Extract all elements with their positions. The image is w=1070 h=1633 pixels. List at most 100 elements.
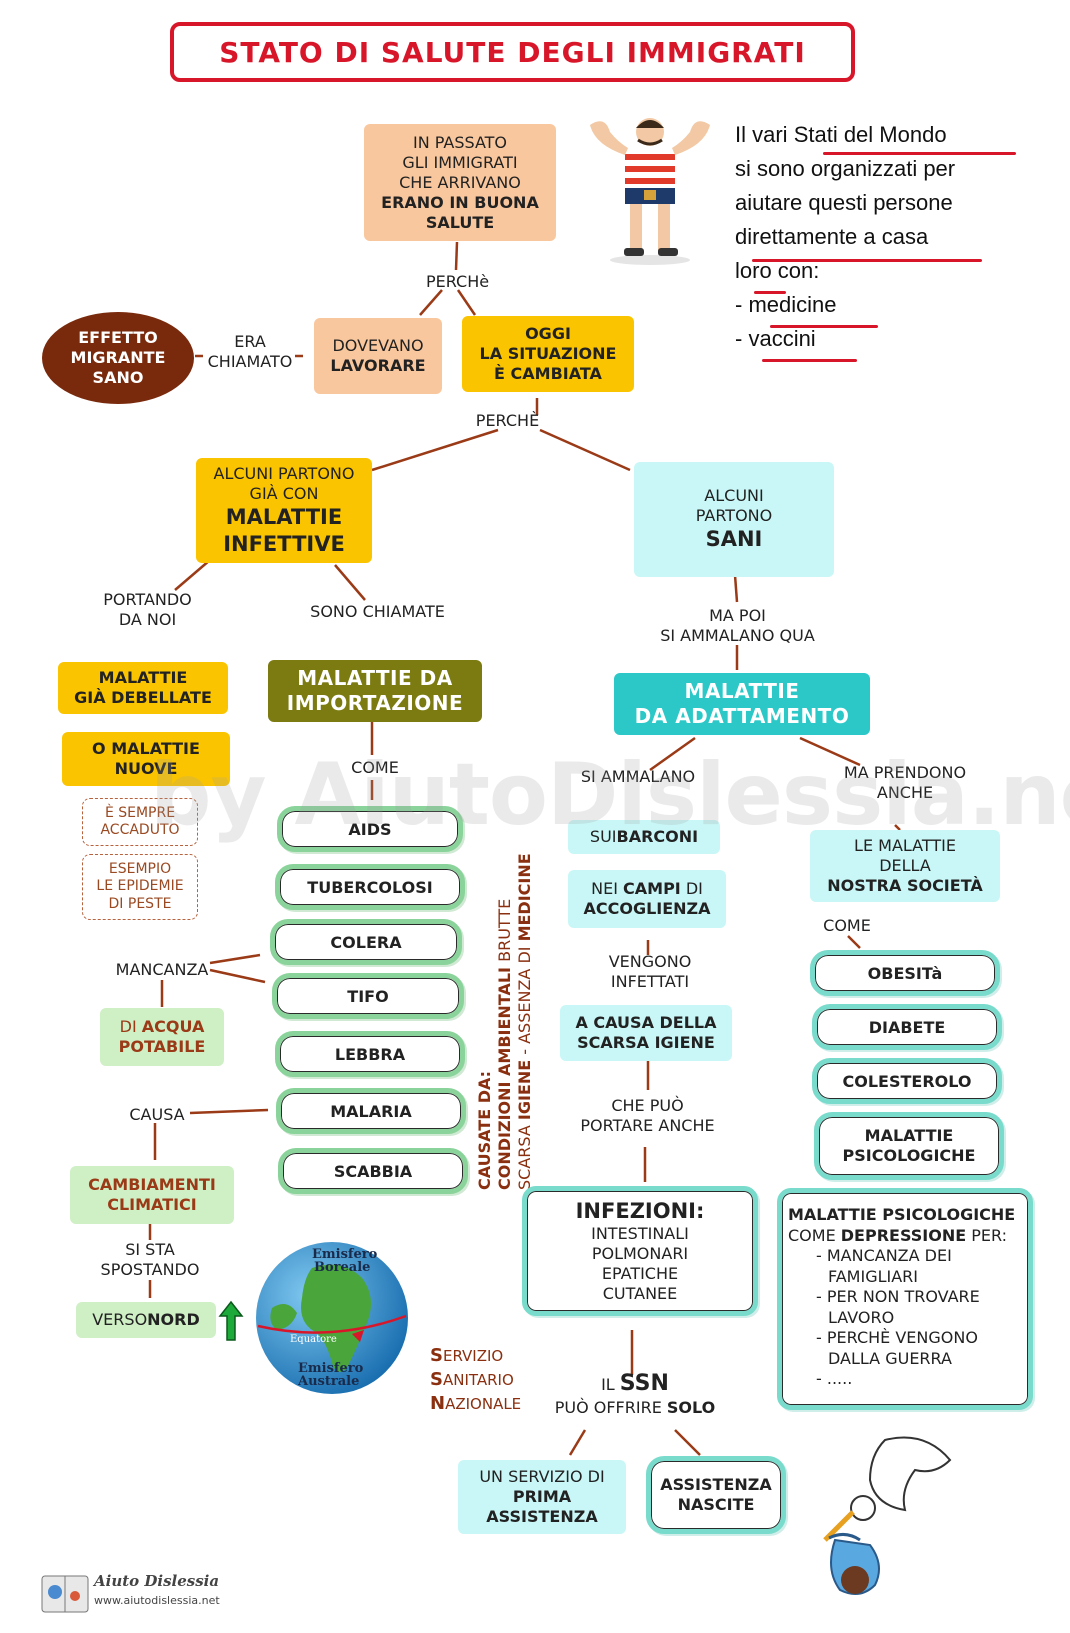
healthy-departures-box: ALCUNI PARTONO SANI — [634, 462, 834, 577]
underline — [762, 359, 857, 362]
text-line: CHE ARRIVANO — [399, 172, 521, 192]
can-bring-label: CHE PUÒ PORTARE ANCHE — [570, 1096, 725, 1136]
text-line: O MALATTIE — [92, 739, 200, 758]
moving-label: SI STA SPOSTANDO — [90, 1240, 210, 1280]
text-line: MA POI — [709, 606, 766, 625]
always-happened-note: È SEMPRE ACCADUTO — [82, 798, 198, 846]
text-line: SUI — [589, 827, 617, 846]
lack-label: MANCANZA — [115, 960, 209, 979]
text-line: LA SITUAZIONE — [479, 344, 617, 363]
text-line: LAVORO — [828, 1307, 895, 1327]
text-line: con: — [771, 258, 820, 283]
birth-assistance-box: ASSISTENZA NASCITE — [646, 1456, 786, 1534]
text-line: BRUTTE — [495, 898, 514, 967]
page-title: STATO DI SALUTE DEGLI IMMIGRATI — [219, 35, 806, 69]
bringing-label: PORTANDO DA NOI — [90, 590, 205, 630]
text-line: CAMBIAMENTI — [88, 1175, 216, 1194]
text-line: POTABILE — [118, 1037, 206, 1056]
text-line: BARCONI — [616, 827, 699, 846]
adaptation-diseases-box: MALATTIE DA ADATTAMENTO — [614, 673, 870, 735]
text-line: - ..... — [816, 1369, 853, 1388]
on-boats-box: SUI BARCONI — [568, 820, 720, 854]
text-line: CAMPI — [623, 879, 681, 898]
text-line: MEDICINE — [515, 853, 534, 942]
north-hemisphere-label: Emisfero — [312, 1247, 378, 1262]
text-line: ERANO IN BUONA — [381, 192, 539, 212]
ssn-legend: SERVIZIO SANITARIO NAZIONALE — [430, 1344, 521, 1416]
poor-hygiene-box: A CAUSA DELLA SCARSA IGIENE — [560, 1005, 732, 1061]
towards-north-box: VERSO NORD — [76, 1302, 216, 1338]
text-line: SCARSA IGIENE — [577, 1033, 715, 1052]
text-line: MALATTIE DA — [297, 666, 453, 690]
text-line: ALCUNI PARTONO — [213, 464, 355, 484]
text-line: A CAUSA DELLA — [575, 1013, 717, 1032]
text-line: CUTANEE — [602, 1284, 678, 1304]
but-then-label: MA POI SI AMMALANO QUA — [650, 606, 825, 646]
text-line: Il vari — [735, 122, 794, 147]
our-society-diseases-box: LE MALATTIE DELLA NOSTRA SOCIETÀ — [810, 830, 1000, 902]
they-get-sick-label: SI AMMALANO — [580, 767, 696, 786]
text-line: IN PASSATO — [412, 132, 508, 152]
text-line: MALATTIE — [684, 679, 800, 703]
text-line: INFETTATI — [610, 972, 690, 991]
stork-illustration — [823, 1436, 952, 1595]
text-line: DELLA — [879, 856, 931, 875]
footer-brand: Aiuto Dislessia — [94, 1572, 220, 1590]
underline — [823, 152, 1016, 155]
text-line: MA PRENDONO — [843, 763, 967, 782]
new-diseases-box: O MALATTIE NUOVE — [62, 732, 230, 786]
text-line: ANITARIO — [442, 1371, 514, 1389]
text-line: Stati del Mondo — [793, 122, 947, 147]
text-line: EFFETTO — [78, 328, 158, 347]
north-hemisphere-label: Boreale — [314, 1260, 370, 1275]
text-line: LE MALATTIE — [854, 836, 956, 855]
text-line: INFETTIVE — [223, 531, 345, 556]
text-line: ANCHE — [876, 783, 934, 802]
text-line: SOLO — [666, 1397, 716, 1417]
disease-diabetes: DIABETE — [812, 1004, 1002, 1050]
text-line: vaccini — [748, 326, 816, 351]
text-line: ASSISTENZA — [660, 1475, 772, 1494]
south-hemisphere-label: Emisfero — [298, 1361, 364, 1376]
text-line: VENGONO — [608, 952, 692, 971]
past-health-box: IN PASSATO GLI IMMIGRATI CHE ARRIVANO ER… — [364, 124, 556, 241]
disease-obesity: OBESITà — [810, 950, 1000, 996]
text-line: ACCOGLIENZA — [583, 899, 711, 918]
eradicated-diseases-box: MALATTIE GIÀ DEBELLATE — [58, 662, 228, 714]
text-line: PORTARE ANCHE — [580, 1116, 715, 1135]
text-line: SALUTE — [425, 212, 495, 232]
arrow-up-icon — [218, 1300, 244, 1341]
infected-label: VENGONO INFETTATI — [595, 952, 705, 992]
text-line: LE EPIDEMIE — [96, 878, 184, 895]
text-line: INTESTINALI — [591, 1224, 689, 1244]
text-line: DOVEVANO — [332, 336, 424, 355]
text-line: PARTONO — [695, 506, 773, 526]
text-line: VERSO — [92, 1310, 148, 1329]
disease-scabies: SCABBIA — [278, 1148, 468, 1194]
text-line: ALCUNI — [704, 486, 764, 506]
equator-label: Equatore — [290, 1334, 337, 1345]
like-label: COME — [351, 758, 399, 777]
text-line: GIÀ DEBELLATE — [74, 688, 212, 707]
text-line: SI STA — [125, 1240, 175, 1259]
text-line: GLI IMMIGRATI — [402, 152, 518, 172]
text-line: MIGRANTE — [70, 348, 166, 367]
they-also-get-label: MA PRENDONO ANCHE — [835, 763, 975, 803]
text-line: IGIENE — [515, 1059, 534, 1121]
infections-box: INFEZIONI: INTESTINALI POLMONARI EPATICH… — [522, 1186, 758, 1316]
text-line: ASSISTENZA — [486, 1507, 598, 1526]
book-icon — [41, 1575, 89, 1613]
text-line: S — [430, 1345, 443, 1366]
text-line: SCARSA — [515, 1120, 534, 1190]
text-line: PRIMA — [512, 1487, 572, 1506]
text-line: CHE PUÒ — [611, 1096, 684, 1115]
text-line: UN SERVIZIO DI — [479, 1467, 605, 1486]
text-line: direttamente a casa — [735, 224, 929, 249]
psychological-causes-box: MALATTIE PSICOLOGICHE COME DEPRESSIONE P… — [777, 1188, 1033, 1410]
cause-label: CAUSA — [129, 1105, 185, 1124]
climate-change-box: CAMBIAMENTI CLIMATICI — [70, 1166, 234, 1224]
text-line: CAUSATE DA: — [475, 1070, 494, 1190]
text-line: - PERCHÈ VENGONO — [816, 1328, 978, 1347]
text-line: OGGI — [525, 324, 571, 343]
